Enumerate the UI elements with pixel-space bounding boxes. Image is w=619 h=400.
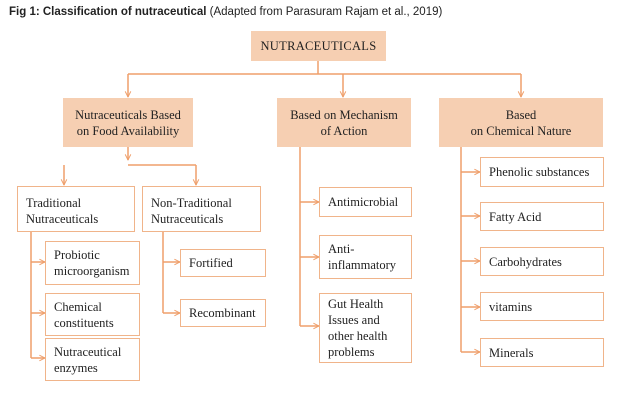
node-recombinant: Recombinant	[180, 299, 266, 327]
node-fatty-acid: Fatty Acid	[480, 202, 604, 231]
figure-caption: Fig 1: Classification of nutraceutical (…	[9, 6, 442, 18]
node-fortified: Fortified	[180, 249, 266, 277]
node-chemical-constituents: Chemical constituents	[45, 293, 140, 336]
node-minerals: Minerals	[480, 338, 604, 367]
node-antimicrobial: Antimicrobial	[319, 187, 412, 217]
node-probiotic-microorganism: Probiotic microorganism	[45, 241, 140, 285]
node-carbohydrates: Carbohydrates	[480, 247, 604, 276]
category-mechanism-of-action: Based on Mechanism of Action	[277, 98, 411, 147]
node-vitamins: vitamins	[480, 292, 604, 321]
node-anti-inflammatory: Anti- inflammatory	[319, 235, 412, 279]
category-food-availability: Nutraceuticals Based on Food Availabilit…	[63, 98, 193, 147]
node-phenolic-substances: Phenolic substances	[480, 157, 604, 187]
figure-source: (Adapted from Parasuram Rajam et al., 20…	[206, 6, 443, 18]
node-gut-health-issues: Gut Health Issues and other health probl…	[319, 293, 412, 363]
node-non-traditional-nutraceuticals: Non-Traditional Nutraceuticals	[142, 186, 261, 232]
figure-label: Fig 1: Classification of nutraceutical	[9, 6, 207, 18]
category-chemical-nature: Based on Chemical Nature	[439, 98, 603, 147]
node-nutraceutical-enzymes: Nutraceutical enzymes	[45, 338, 140, 381]
node-traditional-nutraceuticals: Traditional Nutraceuticals	[17, 186, 135, 232]
root-node: NUTRACEUTICALS	[251, 31, 386, 61]
